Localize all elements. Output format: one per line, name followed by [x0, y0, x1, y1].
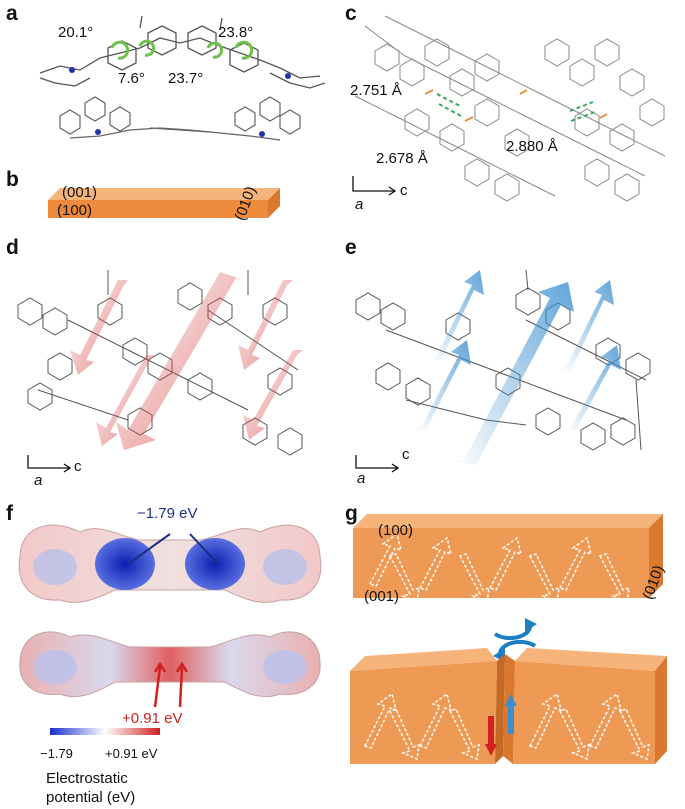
panel-f-esp-surface [18, 524, 322, 735]
g-face-label-001: (001) [364, 588, 400, 605]
panel-d-packing [17, 270, 303, 473]
panel-label-a: a [6, 2, 18, 25]
torsion-angle-3: 23.7° [168, 70, 204, 87]
torsion-angle-4: 23.8° [218, 24, 254, 41]
torsion-angle-1: 20.1° [58, 24, 94, 41]
esp-negative-value: −1.79 eV [137, 505, 198, 522]
distance-label-1: 2.751 Å [350, 82, 402, 99]
axis-label-e-y: a [357, 470, 366, 487]
panel-label-g: g [345, 502, 358, 525]
axis-label-c-x: c [400, 182, 408, 199]
panel-label-d: d [6, 236, 19, 259]
panel-b-crystal [48, 188, 280, 218]
esp-scale-title-line1: Electrostatic [46, 770, 128, 787]
esp-scale-min: −1.79 [40, 746, 73, 761]
panel-a-molecule [39, 15, 326, 141]
esp-scale-title-line2: potential (eV) [46, 789, 136, 806]
face-label-001: (001) [62, 184, 98, 201]
panel-e-packing [355, 269, 651, 473]
axis-label-d-x: c [74, 458, 82, 475]
panel-label-c: c [345, 2, 357, 25]
torsion-angle-2: 7.6° [118, 70, 145, 87]
esp-scale-max: +0.91 eV [105, 746, 158, 761]
axis-label-d-y: a [34, 472, 43, 489]
esp-positive-value: +0.91 eV [122, 710, 183, 727]
panel-label-f: f [6, 502, 13, 525]
distance-label-2: 2.678 Å [376, 150, 428, 167]
panel-c-packing [352, 15, 666, 202]
panel-label-b: b [6, 168, 19, 191]
panel-g-crystal-diagram [350, 514, 667, 764]
axis-label-c-y: a [355, 196, 364, 213]
face-label-100: (100) [57, 202, 93, 219]
panel-label-e: e [345, 236, 357, 259]
axis-label-e-x: c [402, 446, 410, 463]
g-face-label-100: (100) [378, 522, 414, 539]
distance-label-3: 2.880 Å [506, 138, 558, 155]
